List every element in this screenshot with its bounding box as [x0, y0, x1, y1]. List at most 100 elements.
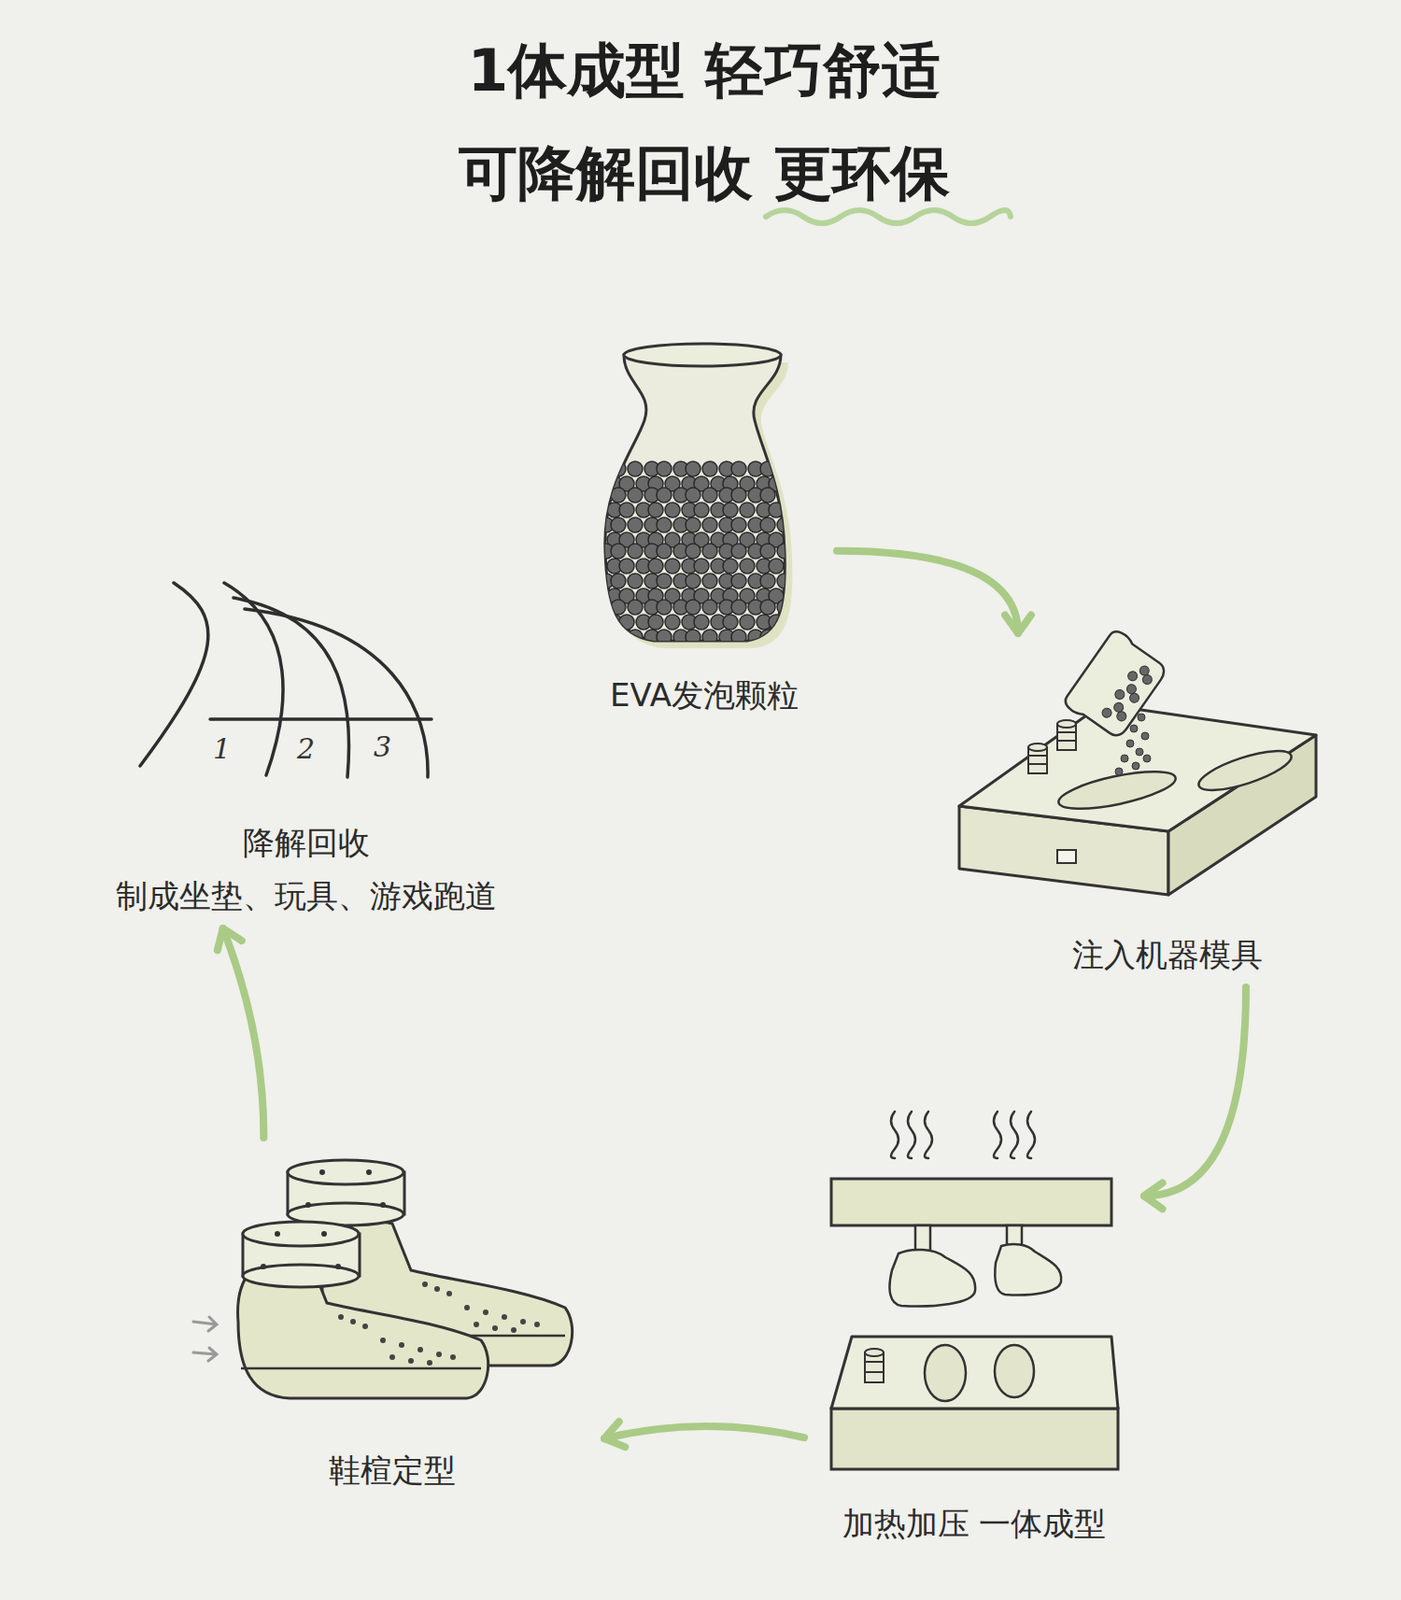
flow-arrow-line	[604, 1426, 805, 1439]
mold-illustration	[959, 627, 1317, 895]
process-step: 鞋楦定型	[191, 1148, 594, 1492]
foam-bead	[685, 573, 701, 589]
shoe-illustration	[319, 1169, 326, 1175]
flow-arrow	[1144, 987, 1246, 1209]
foam-bead	[656, 487, 672, 503]
shoe-illustration	[350, 1318, 356, 1325]
press-illustration	[864, 1371, 884, 1373]
mold-illustration	[1115, 713, 1151, 776]
foam-bead	[648, 614, 664, 630]
recycle-illustration	[244, 608, 428, 778]
arrow-head	[1004, 614, 1032, 634]
foam-bead	[648, 558, 664, 574]
shoe-illustration	[287, 1160, 405, 1226]
foam-bead	[702, 573, 718, 589]
foam-bead	[731, 573, 747, 589]
step-label: 加热加压 一体成型	[842, 1502, 1107, 1545]
shoe-illustration	[473, 1321, 480, 1328]
callout-number: 2	[297, 732, 315, 766]
mold-illustration	[1130, 724, 1138, 733]
mold-illustration	[1126, 739, 1134, 748]
shoe-illustration	[338, 1314, 344, 1320]
foam-bead	[777, 573, 793, 589]
title: 1体成型 轻巧舒适 可降解回收 更环保	[433, 19, 976, 226]
foam-bead	[627, 629, 643, 645]
flow-arrow-line	[1144, 987, 1246, 1196]
shoe-illustration	[417, 1346, 424, 1353]
mold-illustration	[1135, 748, 1144, 756]
mold-illustration	[1061, 627, 1171, 742]
shoe-illustration	[520, 1318, 526, 1325]
foam-bead	[768, 614, 784, 630]
foam-bead	[610, 461, 626, 477]
shoe-illustration	[492, 1325, 498, 1331]
foam-bead	[610, 599, 626, 615]
press-illustration	[993, 1111, 1002, 1159]
shoe-illustration	[193, 1316, 217, 1331]
foam-bead	[760, 543, 776, 559]
shoe-illustration	[446, 1290, 453, 1297]
process-step: EVA发泡颗粒	[582, 331, 826, 717]
shoe-illustration	[398, 1342, 405, 1348]
shoe-illustration	[380, 1337, 386, 1344]
foam-bead	[619, 502, 635, 518]
jar-illustration	[605, 354, 785, 641]
flow-arrow	[836, 551, 1032, 634]
foam-bead	[665, 558, 680, 574]
foam-bead	[760, 461, 776, 477]
foam-bead	[627, 517, 643, 533]
step-note: 制成坐垫、玩具、游戏跑道	[115, 875, 497, 918]
shoe-illustration	[305, 1169, 386, 1208]
mold-illustration	[1061, 627, 1171, 742]
recycle-illustration	[233, 597, 350, 778]
foam-bead	[722, 614, 738, 630]
shoe-illustration	[510, 1327, 517, 1333]
callout-number: 3	[373, 730, 392, 765]
foam-bead	[619, 614, 635, 630]
press-illustration	[891, 1111, 1035, 1159]
process-step: 注入机器模具	[980, 644, 1355, 977]
mold-illustration	[1140, 673, 1154, 687]
press-illustration	[1027, 1111, 1035, 1159]
flow-arrow	[604, 1421, 805, 1447]
shoe-illustration	[260, 1231, 341, 1270]
callout-number: 1	[212, 732, 231, 766]
mold-illustration	[1055, 764, 1178, 817]
shoe-illustration	[321, 1231, 327, 1237]
shoe-illustration	[338, 1314, 456, 1366]
mold-illustration	[1137, 713, 1146, 722]
foam-bead	[739, 614, 755, 630]
foam-bead	[760, 573, 776, 589]
shoe-illustration	[389, 1354, 396, 1360]
foam-bead	[627, 487, 643, 503]
foam-bead	[685, 543, 701, 559]
foam-bead	[739, 502, 755, 518]
foam-bead	[656, 517, 672, 533]
jar-illustration	[598, 343, 793, 649]
foam-bead	[610, 517, 626, 533]
foam-bead	[777, 599, 793, 615]
mold-illustration	[1141, 732, 1149, 740]
shoe-illustration	[274, 1231, 281, 1237]
shoe-illustration	[422, 1281, 428, 1288]
shoe-illustration	[434, 1286, 440, 1292]
foam-bead	[656, 543, 672, 559]
mold-illustration	[1057, 720, 1076, 728]
arrow-head	[1144, 1182, 1163, 1209]
mold-illustration	[1028, 720, 1076, 774]
shoe-illustration	[238, 1254, 489, 1399]
recycle-illustration	[140, 582, 209, 766]
mold-illustration	[1057, 731, 1076, 734]
foam-bead	[731, 487, 747, 503]
shoe-illustration	[335, 1263, 341, 1270]
foam-bead	[598, 461, 614, 477]
foam-bead	[777, 629, 793, 645]
mold-illustration	[1194, 743, 1296, 799]
press-illustration	[994, 1244, 1062, 1295]
press-illustration	[831, 1178, 1112, 1226]
shoe-illustration	[450, 1354, 456, 1360]
mold-illustration	[1132, 762, 1140, 770]
shoe-illustration	[238, 1221, 489, 1399]
shoe-illustration	[240, 1367, 482, 1371]
